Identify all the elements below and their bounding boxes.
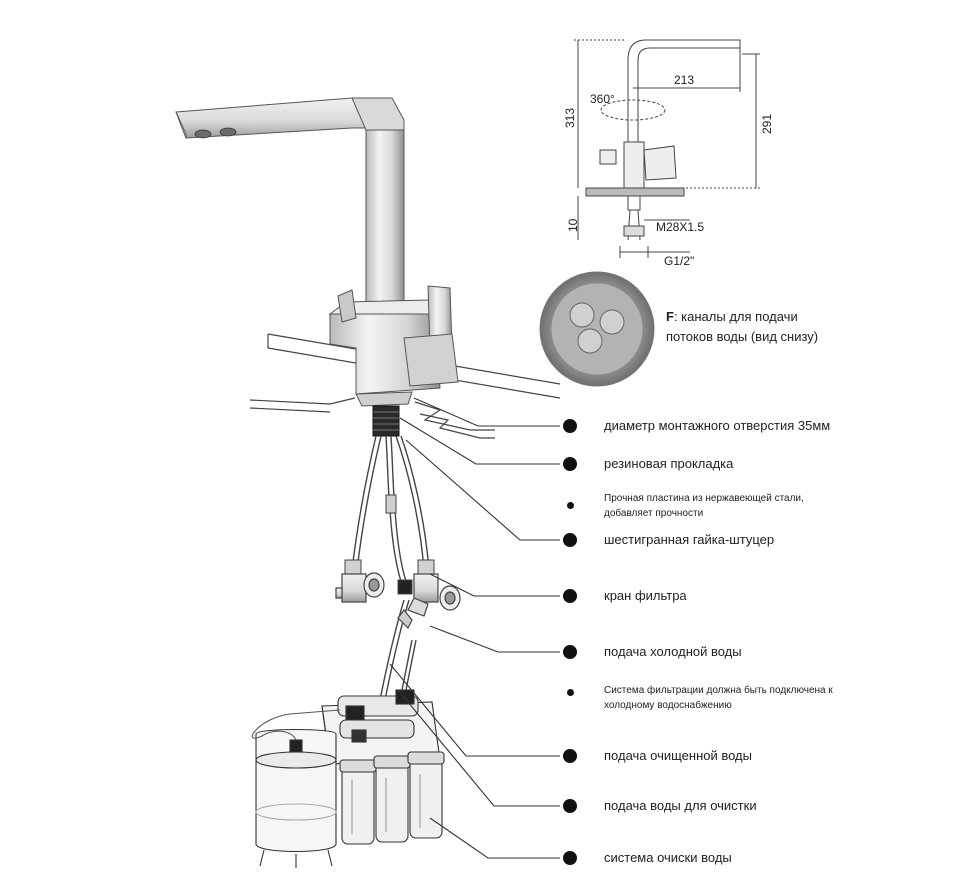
callout-dot — [563, 419, 577, 433]
dim-height-313: 313 — [563, 107, 577, 128]
hose-nuts — [344, 494, 435, 595]
callout-filter-valve: кран фильтра — [604, 588, 687, 603]
dimension-drawing — [574, 39, 760, 258]
filter-system — [321, 689, 445, 845]
callout-dot — [563, 533, 577, 547]
dim-thread-m28: M28X1.5 — [656, 220, 705, 234]
callout-hex-nut: шестигранная гайка-штуцер — [604, 532, 775, 547]
callout-dot — [563, 851, 577, 865]
storage-tank — [251, 709, 341, 868]
callout-dot — [563, 749, 577, 763]
dim-height-291: 291 — [760, 113, 774, 134]
bottom-view-circle — [539, 271, 655, 387]
callout-dot — [563, 799, 577, 813]
callout-mounting-hole: диаметр монтажного отверстия 35мм — [604, 418, 831, 433]
callout-dot-small — [567, 502, 574, 509]
callout-dot — [563, 589, 577, 603]
callout-purified-water: подача очищенной воды — [604, 748, 752, 763]
callout-dot — [563, 645, 577, 659]
hoses — [351, 435, 430, 711]
callout-cold-water: подача холодной воды — [604, 644, 742, 659]
leader-lines — [389, 397, 560, 859]
dim-thread-g12: G1/2" — [664, 254, 695, 268]
callout-dot — [563, 457, 577, 471]
faucet — [175, 97, 459, 437]
dim-width-213: 213 — [674, 73, 695, 87]
bottom-view-label: F: каналы для подачи потоков воды (вид с… — [666, 307, 818, 347]
callout-filtration-note: Система фильтрации должна быть подключен… — [604, 685, 833, 711]
bottom-view-text-2: потоков воды (вид снизу) — [666, 329, 819, 344]
callout-steel-plate: Прочная пластина из нержавеющей стали, д… — [604, 493, 804, 519]
callout-water-to-filter: подача воды для очистки — [604, 798, 757, 813]
callout-dot-small — [567, 689, 574, 696]
filter-valves — [335, 572, 461, 630]
dim-depth-10: 10 — [566, 218, 580, 232]
bottom-view-text-1: : каналы для подачи — [673, 309, 798, 324]
callout-filter-system: система очиски воды — [604, 850, 732, 865]
channel-letter: F — [666, 309, 674, 324]
dim-rotation: 360° — [590, 92, 615, 106]
callout-rubber-gasket: резиновая прокладка — [604, 456, 734, 471]
